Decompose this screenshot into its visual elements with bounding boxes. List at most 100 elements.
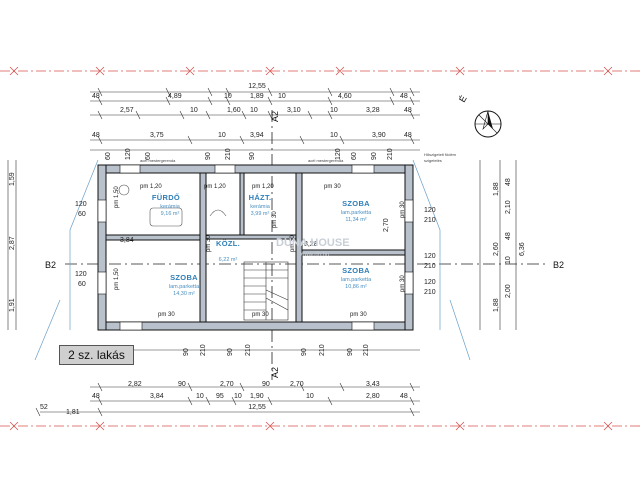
top-dim-row-2: 2,57 10 1,60 10 3,10 10 3,28 48	[120, 107, 412, 114]
svg-text:120: 120	[75, 271, 87, 278]
svg-text:6,22 m²: 6,22 m²	[219, 257, 238, 263]
room-bathroom: FÜRDŐ kerámia 9,16 m²	[152, 193, 181, 217]
svg-text:pm 30: pm 30	[158, 312, 175, 318]
svg-text:3,75: 3,75	[150, 132, 164, 139]
svg-text:6,36: 6,36	[519, 242, 526, 256]
svg-text:90: 90	[262, 381, 270, 388]
bottom-dim-row-2: 2,82 90 2,70 90 2,70 3,43	[128, 381, 380, 388]
svg-text:kerámia: kerámia	[250, 204, 271, 210]
svg-text:10: 10	[306, 393, 314, 400]
svg-text:2,70: 2,70	[290, 381, 304, 388]
svg-text:52: 52	[40, 404, 48, 411]
svg-text:90: 90	[301, 348, 308, 356]
walls	[97, 164, 414, 331]
svg-text:2,70: 2,70	[220, 381, 234, 388]
svg-text:90: 90	[371, 152, 378, 160]
svg-text:KÖZL.: KÖZL.	[216, 239, 240, 248]
svg-text:48: 48	[400, 93, 408, 100]
svg-text:48: 48	[404, 107, 412, 114]
svg-text:DUNA HOUSE: DUNA HOUSE	[276, 237, 350, 249]
bathroom-fixtures	[118, 184, 227, 227]
svg-text:Hőszigetelt födém: Hőszigetelt födém	[424, 152, 457, 157]
opening-height-labels: pm 1,20 pm 1,20 pm 1,20 pm 30 pm 1,50 pm…	[114, 184, 406, 318]
svg-text:acél mestergerenda: acél mestergerenda	[140, 158, 176, 163]
svg-text:3,94: 3,94	[250, 132, 264, 139]
svg-text:1,90: 1,90	[250, 393, 264, 400]
svg-text:95: 95	[216, 393, 224, 400]
room-hallway: KÖZL. 6,22 m²	[216, 239, 240, 263]
svg-text:48: 48	[404, 132, 412, 139]
svg-text:90: 90	[227, 348, 234, 356]
svg-text:48: 48	[92, 132, 100, 139]
svg-text:12,55: 12,55	[248, 404, 266, 411]
svg-text:210: 210	[424, 289, 436, 296]
svg-text:120: 120	[424, 253, 436, 260]
svg-text:pm 30: pm 30	[206, 235, 212, 252]
svg-text:pm 30: pm 30	[290, 235, 296, 252]
svg-text:2,57: 2,57	[120, 107, 134, 114]
svg-text:90: 90	[347, 348, 354, 356]
unit-label: 2 sz. lakás	[59, 345, 134, 365]
svg-text:3,99 m²: 3,99 m²	[251, 211, 270, 217]
axis-top-label: A2	[270, 111, 280, 122]
watermark: DUNA HOUSE www.dh.hu	[276, 237, 350, 258]
svg-text:10: 10	[190, 107, 198, 114]
svg-text:48: 48	[505, 178, 512, 186]
svg-text:pm 30: pm 30	[350, 312, 367, 318]
svg-text:210: 210	[424, 263, 436, 270]
svg-text:pm 30: pm 30	[324, 184, 341, 190]
svg-text:10: 10	[218, 132, 226, 139]
svg-text:14,30 m²: 14,30 m²	[173, 291, 195, 297]
svg-text:pm 1,50: pm 1,50	[114, 268, 120, 290]
svg-text:SZOBA: SZOBA	[342, 199, 370, 208]
svg-text:3,90: 3,90	[372, 132, 386, 139]
svg-text:kerámia: kerámia	[160, 204, 181, 210]
svg-text:60: 60	[105, 152, 112, 160]
svg-text:210: 210	[424, 217, 436, 224]
svg-text:48: 48	[92, 93, 100, 100]
bottom-dim-row-1: 90 210 90 210 90 210 90 210	[183, 344, 370, 356]
north-label: É	[457, 94, 469, 104]
svg-text:60: 60	[145, 152, 152, 160]
svg-text:www.dh.hu: www.dh.hu	[299, 252, 329, 258]
svg-text:90: 90	[183, 348, 190, 356]
section-right-label: B2	[553, 260, 564, 270]
svg-text:pm 30: pm 30	[272, 211, 278, 228]
svg-text:48: 48	[92, 393, 100, 400]
svg-text:3,84: 3,84	[120, 237, 134, 244]
svg-text:4,89: 4,89	[168, 93, 182, 100]
svg-text:210: 210	[387, 148, 394, 160]
svg-text:1,60: 1,60	[227, 107, 241, 114]
svg-text:9,16 m²: 9,16 m²	[161, 211, 180, 217]
svg-text:lam.parketta: lam.parketta	[341, 277, 372, 283]
svg-text:10: 10	[196, 393, 204, 400]
top-dim-row-1: 48 4,89 10 1,89 10 4,60 48	[92, 93, 408, 100]
section-left-label: B2	[45, 260, 56, 270]
svg-text:lam.parketta: lam.parketta	[341, 210, 372, 216]
svg-text:2,80: 2,80	[366, 393, 380, 400]
dimension-lines	[7, 87, 517, 417]
svg-text:60: 60	[78, 281, 86, 288]
svg-text:1,81: 1,81	[66, 409, 80, 416]
svg-text:pm 30: pm 30	[252, 312, 269, 318]
svg-text:48: 48	[400, 393, 408, 400]
top-dim-row-3: 48 3,75 10 3,94 10 3,90 48	[92, 132, 412, 139]
svg-text:pm 1,20: pm 1,20	[140, 184, 162, 190]
svg-text:90: 90	[205, 152, 212, 160]
inner-dims: 3,84 3,28 2,70	[120, 218, 390, 248]
axis-bottom-label: A2	[270, 367, 280, 378]
svg-text:120: 120	[335, 148, 342, 160]
svg-text:10: 10	[278, 93, 286, 100]
svg-text:acél mestergerenda: acél mestergerenda	[308, 158, 344, 163]
svg-text:1,59: 1,59	[9, 172, 16, 186]
left-dims: 1,59 2,87 1,91	[9, 172, 16, 312]
svg-text:48: 48	[505, 232, 512, 240]
total-width-top: 12,55	[248, 83, 266, 90]
staircase	[243, 261, 289, 321]
bottom-dim-row-4: 52 1,81 12,55	[40, 404, 266, 416]
north-arrow-icon	[474, 110, 502, 138]
svg-text:SZOBA: SZOBA	[170, 273, 198, 282]
svg-text:pm 30: pm 30	[400, 201, 406, 218]
svg-text:3,84: 3,84	[150, 393, 164, 400]
